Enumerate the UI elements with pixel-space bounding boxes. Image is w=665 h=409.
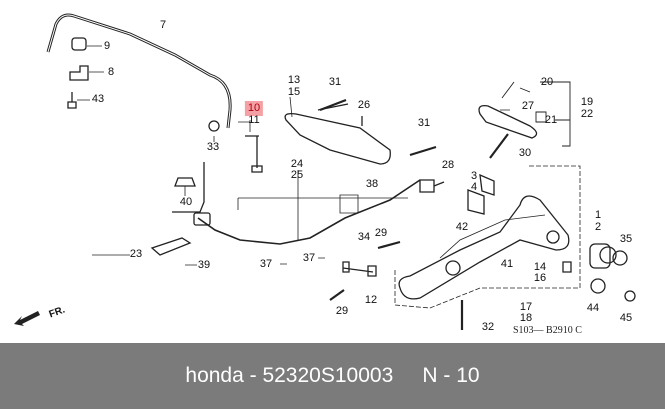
front-direction-arrow [14,311,40,326]
link-12 [342,261,377,277]
part-label[interactable]: 9 [103,40,111,52]
cap-40 [172,162,205,213]
part-label[interactable]: 28 [441,159,455,171]
part-label[interactable]: 27 [521,100,535,112]
part-label[interactable]: 22 [580,108,594,120]
part-label[interactable]: 45 [619,312,633,324]
part-label[interactable]: 13 [287,74,301,86]
parts-diagram: FR. 7 9 8 43 10 11 33 40 13 15 31 26 31 … [14,13,636,336]
part-label[interactable]: 44 [586,302,600,314]
part-label[interactable]: 17 [519,301,533,313]
part-label[interactable]: 30 [518,147,532,159]
part-caption: honda - 52320S10003 N - 10 [185,364,480,387]
o-ring [612,250,628,266]
part-label[interactable]: 29 [374,227,388,239]
part-label[interactable]: 31 [417,117,431,129]
nut-33 [208,120,220,132]
cap-14 [562,261,572,273]
part-label[interactable]: 37 [259,258,273,270]
part-label[interactable]: 31 [328,76,342,88]
part-label[interactable]: 14 [533,261,547,273]
part-label[interactable]: 4 [470,181,478,193]
part-label[interactable]: 8 [107,66,115,78]
part-label[interactable]: 24 [290,158,304,170]
part-label[interactable]: 37 [302,252,316,264]
part-label[interactable]: 1 [594,209,602,221]
part-label[interactable]: 18 [519,312,533,324]
stabilizer-link [245,135,263,173]
ball-joint [590,278,606,294]
sensor-cable [197,179,421,245]
parts-drawing [46,13,636,330]
part-label[interactable]: 29 [335,305,349,317]
speed-sensor [419,179,445,193]
part-label[interactable]: 7 [159,19,167,31]
trailing-arm [398,195,570,300]
part-label[interactable]: 3 [470,170,478,182]
part-label[interactable]: 38 [365,178,379,190]
footer-bar: honda - 52320S10003 N - 10 [0,343,665,409]
part-label[interactable]: 2 [594,221,602,233]
part-label[interactable]: 34 [357,231,371,243]
drawing-code: S103— B2910 C [513,325,582,336]
part-label[interactable]: 39 [197,259,211,271]
hub-bearing [589,243,611,269]
arrow-icon [14,311,40,326]
highlighted-part-label[interactable]: 10 [244,101,264,116]
part-label[interactable]: 25 [290,169,304,181]
part-label[interactable]: 32 [481,321,495,333]
part-label[interactable]: 40 [179,196,193,208]
nut-45 [624,290,636,302]
compensator-arm [478,105,538,139]
upper-arm [284,112,391,165]
part-label[interactable]: 43 [91,93,105,105]
part-label[interactable]: 19 [580,96,594,108]
part-label[interactable]: 33 [206,141,220,153]
part-label[interactable]: 21 [544,114,558,126]
part-label[interactable]: 41 [500,258,514,270]
part-label[interactable]: 15 [287,86,301,98]
trailing-arm-bushing [445,260,461,276]
part-label[interactable]: 23 [129,248,143,260]
part-label[interactable]: 20 [540,76,554,88]
bushing [71,37,87,51]
part-label[interactable]: 16 [533,272,547,284]
part-label[interactable]: 42 [455,221,469,233]
part-label[interactable]: 12 [364,294,378,306]
part-label[interactable]: 11 [248,114,260,126]
part-label[interactable]: 26 [357,99,371,111]
bracket-23 [150,237,192,256]
part-label[interactable]: 35 [619,233,633,245]
knuckle-plate [467,173,495,215]
bracket [69,65,89,81]
